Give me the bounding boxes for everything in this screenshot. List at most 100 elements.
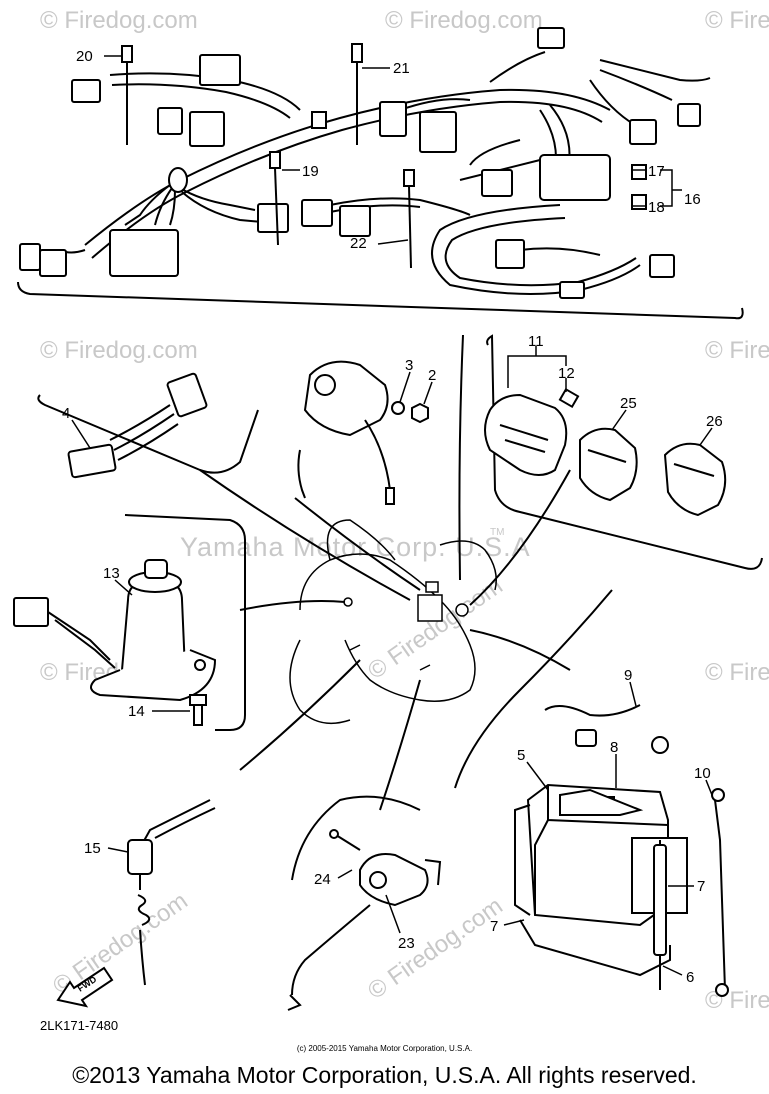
- callout-7b: 7: [490, 918, 498, 935]
- main-switch-plug: [13, 597, 49, 627]
- center-frame: [289, 519, 497, 725]
- harness-connectors: [19, 27, 701, 299]
- harness-group-bracket: [17, 281, 744, 320]
- neutral-switch-bracket: [291, 795, 421, 881]
- watermark-site: © Fire: [705, 337, 769, 364]
- callout-16: 16: [684, 191, 701, 208]
- cable-tie-21: [351, 43, 363, 63]
- neutral-switch: [287, 829, 442, 1011]
- connector: [157, 107, 183, 135]
- callout-10: 10: [694, 765, 711, 782]
- callout-labels: 20 21 19 22 17 16 18 11 12 25 26 4 3 2 1…: [62, 48, 723, 986]
- footer-copyright: ©2013 Yamaha Motor Corporation, U.S.A. A…: [72, 1062, 697, 1088]
- callout-15: 15: [84, 840, 101, 857]
- connector: [629, 119, 657, 145]
- connector: [339, 205, 371, 237]
- connector: [199, 54, 241, 86]
- callout-21: 21: [393, 60, 410, 77]
- callout-lines: [71, 55, 713, 976]
- connector: [559, 281, 585, 299]
- washer-3: [391, 401, 405, 415]
- callout-13: 13: [103, 565, 120, 582]
- callout-22: 22: [350, 235, 367, 252]
- watermark-site: © Fire: [705, 987, 769, 1014]
- junction-block: [539, 154, 611, 201]
- watermark-corp: Yamaha Motor Corp. U.S.A: [180, 532, 531, 562]
- connector: [649, 254, 675, 278]
- battery-group: [514, 704, 729, 997]
- callout-6: 6: [686, 969, 694, 986]
- screw-24: [335, 834, 361, 851]
- part-code: 2LK171-7480: [40, 1018, 118, 1033]
- flasher-relay: [417, 594, 443, 622]
- connector: [481, 169, 513, 197]
- callout-20: 20: [76, 48, 93, 65]
- cable-9: [544, 704, 641, 717]
- connector: [189, 111, 225, 147]
- callout-3: 3: [405, 357, 413, 374]
- starter-switch: [303, 360, 429, 505]
- cable-tie-20: [121, 45, 133, 63]
- callout-4: 4: [62, 405, 70, 422]
- small-copyright: (c) 2005-2015 Yamaha Motor Corporation, …: [296, 1044, 473, 1053]
- switch-group-bracket: [486, 334, 763, 570]
- battery-group-bracket: [454, 589, 613, 789]
- callout-12: 12: [558, 365, 575, 382]
- callout-8: 8: [610, 739, 618, 756]
- watermark-site: © Fire: [705, 7, 769, 34]
- callout-19: 19: [302, 163, 319, 180]
- callout-11: 11: [528, 333, 544, 350]
- cable-10: [714, 799, 726, 991]
- watermark-site: © Firedog.com: [385, 7, 543, 34]
- fuse-holder: [631, 194, 647, 210]
- callout-17: 17: [648, 163, 665, 180]
- watermark-site: © Firedog.com: [363, 892, 508, 1005]
- main-switch-bracket: [124, 514, 246, 731]
- handlebar-switches: [484, 387, 727, 517]
- fuse-holder: [631, 164, 647, 180]
- leader-lines: [199, 334, 571, 811]
- wire-harness: [59, 51, 711, 295]
- connector: [39, 249, 67, 277]
- connector: [71, 79, 101, 103]
- watermark-site: © Fire: [705, 659, 769, 686]
- switch-25: [579, 427, 638, 502]
- cable-ties: [121, 43, 415, 269]
- callout-23: 23: [398, 935, 415, 952]
- nut-2: [411, 402, 429, 424]
- cable-tie-22: [403, 169, 415, 187]
- callout-9: 9: [624, 667, 632, 684]
- callout-5: 5: [517, 747, 525, 764]
- connector-multi: [109, 229, 179, 277]
- connector: [301, 199, 333, 227]
- callout-7: 7: [697, 878, 705, 895]
- battery-band-8: [559, 788, 644, 816]
- connector: [19, 243, 41, 271]
- callout-24: 24: [314, 871, 331, 888]
- callout-14: 14: [128, 703, 145, 720]
- starter-bracket: [297, 449, 306, 499]
- watermark-site: © Firedog.com: [40, 337, 198, 364]
- connector: [495, 239, 525, 269]
- connector: [379, 101, 407, 137]
- connector: [677, 103, 701, 127]
- switch-26: [663, 442, 727, 517]
- switch-left: [484, 393, 568, 476]
- fwd-arrow-icon: [56, 966, 114, 1008]
- callout-2: 2: [428, 367, 436, 384]
- watermark-tm: TM: [490, 527, 504, 538]
- relay-4: [67, 372, 208, 479]
- cable-6: [653, 844, 667, 956]
- cable-tie-19: [269, 151, 281, 169]
- callout-18: 18: [648, 199, 665, 216]
- forward-arrow: FWD: [56, 966, 114, 1008]
- harness-band: [311, 111, 327, 129]
- harness-clip: [168, 167, 188, 193]
- callout-25: 25: [620, 395, 637, 412]
- bulb-socket-14: [189, 694, 207, 706]
- connector: [257, 203, 289, 233]
- connector: [537, 27, 565, 49]
- watermark-site: © Firedog.com: [40, 7, 198, 34]
- callout-26: 26: [706, 413, 723, 430]
- sensor-15: [127, 799, 216, 986]
